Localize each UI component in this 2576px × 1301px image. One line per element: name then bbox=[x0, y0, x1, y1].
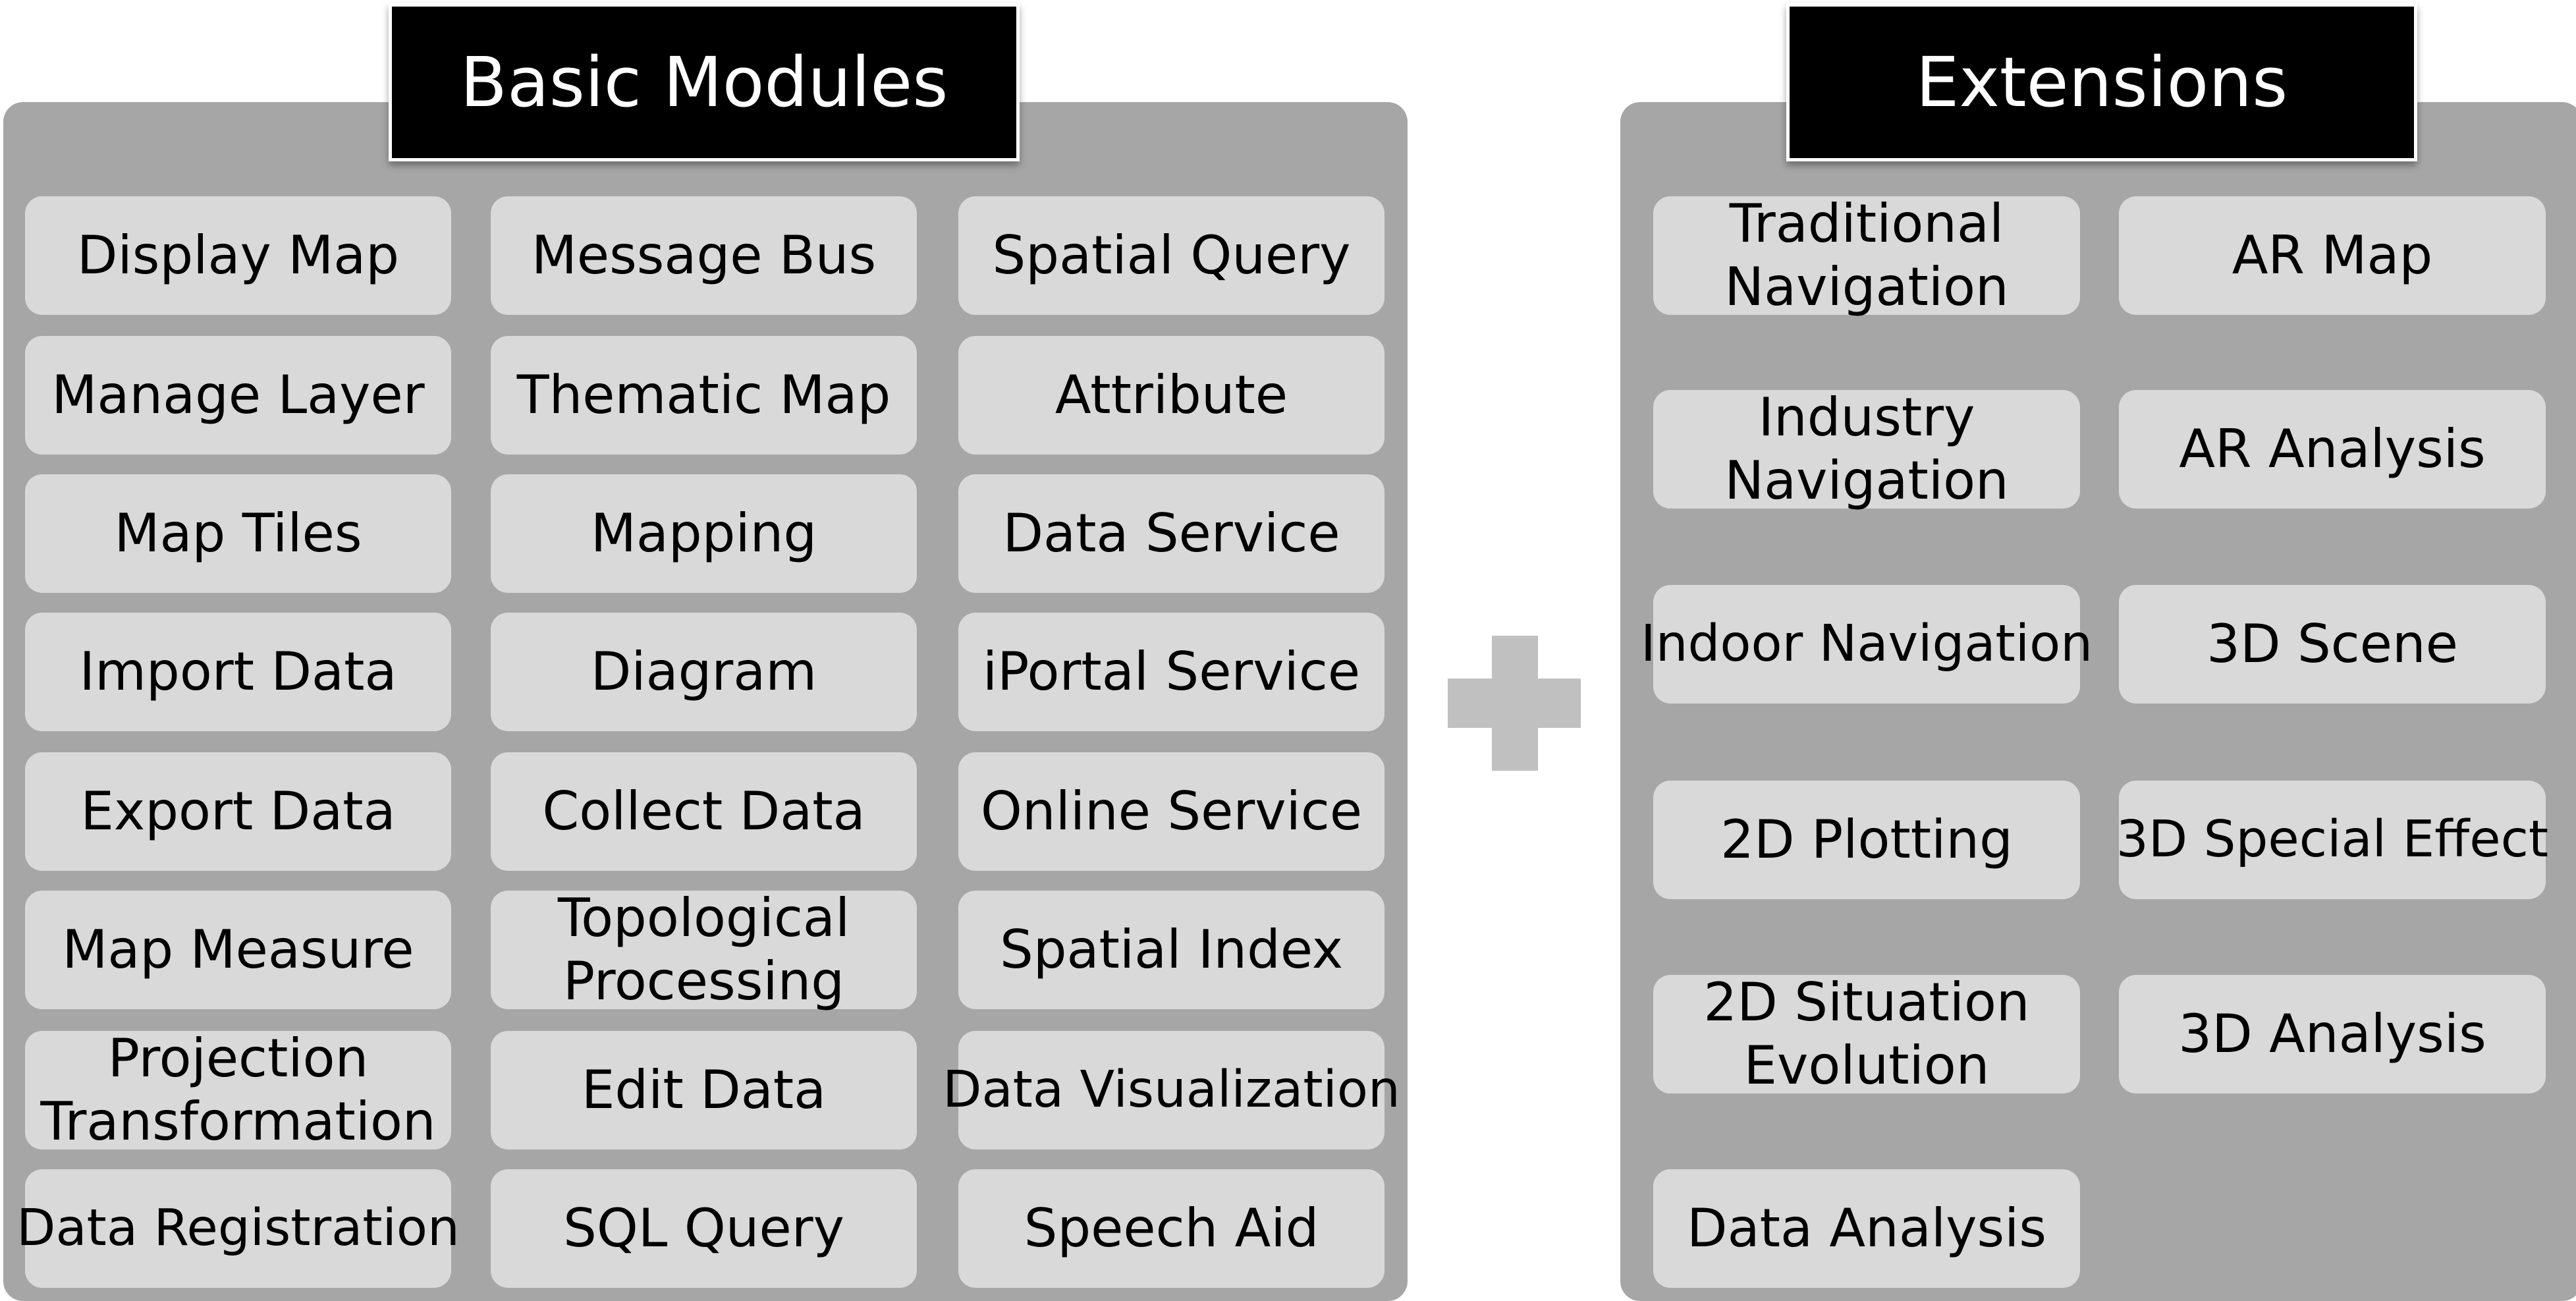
module-label: Map Tiles bbox=[114, 503, 362, 564]
module-label: Message Bus bbox=[531, 225, 877, 286]
module-3d-special-effect[interactable]: 3D Special Effect bbox=[2116, 781, 2549, 899]
module-label: iPortal Service bbox=[982, 641, 1361, 702]
module-label: Edit Data bbox=[581, 1059, 827, 1121]
module-3d-scene[interactable]: 3D Scene bbox=[2119, 585, 2546, 704]
module-label: Import Data bbox=[79, 641, 397, 702]
module-label: 3D Special Effect bbox=[2116, 810, 2549, 869]
module-sql-query[interactable]: SQL Query bbox=[491, 1169, 917, 1288]
module-edit-data[interactable]: Edit Data bbox=[491, 1031, 917, 1149]
module-speech-aid[interactable]: Speech Aid bbox=[958, 1169, 1384, 1288]
module-label: Online Service bbox=[980, 781, 1363, 842]
module-label: Speech Aid bbox=[1024, 1198, 1319, 1259]
module-spatial-index[interactable]: Spatial Index bbox=[958, 891, 1384, 1009]
module-label: 3D Scene bbox=[2206, 613, 2458, 675]
module-attribute[interactable]: Attribute bbox=[958, 336, 1384, 455]
module-label: AR Map bbox=[2232, 225, 2433, 286]
module-diagram[interactable]: Diagram bbox=[491, 613, 917, 731]
module-label: Data Registration bbox=[16, 1198, 460, 1258]
module-label: Data Service bbox=[1002, 503, 1340, 564]
module-label: Manage Layer bbox=[51, 364, 425, 426]
module-mapping[interactable]: Mapping bbox=[491, 474, 917, 593]
module-label: Spatial Index bbox=[999, 919, 1344, 980]
module-label: AR Analysis bbox=[2179, 418, 2486, 480]
basic-modules-header: Basic Modules bbox=[389, 3, 1020, 161]
module-map-tiles[interactable]: Map Tiles bbox=[25, 474, 451, 593]
module-iportal-service[interactable]: iPortal Service bbox=[958, 613, 1384, 731]
module-label: Map Measure bbox=[62, 919, 414, 980]
module-spatial-query[interactable]: Spatial Query bbox=[958, 196, 1384, 315]
plus-icon-bar bbox=[1448, 678, 1581, 728]
module-data-analysis[interactable]: Data Analysis bbox=[1653, 1169, 2080, 1288]
module-label: Mapping bbox=[590, 503, 817, 564]
module-manage-layer[interactable]: Manage Layer bbox=[25, 336, 451, 455]
module-label: Display Map bbox=[76, 225, 400, 286]
module-ar-analysis[interactable]: AR Analysis bbox=[2119, 390, 2546, 509]
module-label: 3D Analysis bbox=[2178, 1003, 2486, 1065]
module-3d-analysis[interactable]: 3D Analysis bbox=[2119, 975, 2546, 1093]
module-label: Data Visualization bbox=[943, 1060, 1400, 1119]
module-label: Export Data bbox=[80, 781, 396, 842]
module-2d-plotting[interactable]: 2D Plotting bbox=[1653, 781, 2080, 899]
module-label: Thematic Map bbox=[516, 364, 891, 426]
module-data-visualization[interactable]: Data Visualization bbox=[943, 1031, 1400, 1149]
module-map-measure[interactable]: Map Measure bbox=[25, 891, 451, 1009]
module-label: Data Analysis bbox=[1686, 1198, 2047, 1259]
module-label: 2D Plotting bbox=[1720, 809, 2013, 870]
module-label: Attribute bbox=[1055, 364, 1288, 426]
module-label: Indoor Navigation bbox=[1640, 614, 2093, 673]
module-display-map[interactable]: Display Map bbox=[25, 196, 451, 315]
module-indoor-navigation[interactable]: Indoor Navigation bbox=[1641, 585, 2093, 704]
module-thematic-map[interactable]: Thematic Map bbox=[491, 336, 917, 455]
module-label: Spatial Query bbox=[992, 225, 1351, 286]
module-online-service[interactable]: Online Service bbox=[958, 752, 1384, 871]
module-message-bus[interactable]: Message Bus bbox=[491, 196, 917, 315]
module-label: SQL Query bbox=[563, 1198, 844, 1259]
extensions-header: Extensions bbox=[1786, 3, 2417, 161]
module-ar-map[interactable]: AR Map bbox=[2119, 196, 2546, 315]
module-collect-data[interactable]: Collect Data bbox=[491, 752, 917, 871]
module-label: Diagram bbox=[590, 641, 817, 702]
module-import-data[interactable]: Import Data bbox=[25, 613, 451, 731]
module-label: Collect Data bbox=[542, 781, 865, 842]
module-data-service[interactable]: Data Service bbox=[958, 474, 1384, 593]
module-data-registration[interactable]: Data Registration bbox=[16, 1169, 460, 1288]
module-export-data[interactable]: Export Data bbox=[25, 752, 451, 871]
